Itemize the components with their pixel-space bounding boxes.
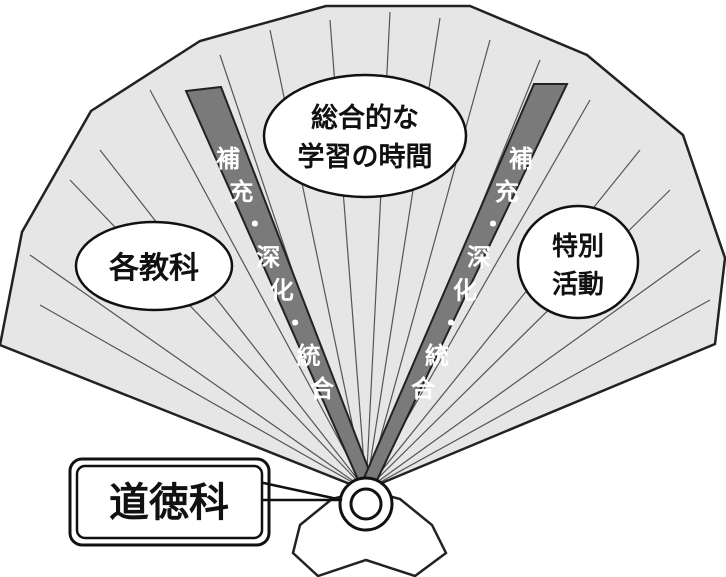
band-character: ・ bbox=[439, 309, 463, 337]
fan-rib bbox=[39, 304, 367, 491]
band-character: 化 bbox=[270, 276, 294, 304]
band-character: ・ bbox=[243, 211, 267, 239]
band-character: 充 bbox=[229, 178, 253, 206]
left-label: 各教科 bbox=[74, 220, 234, 312]
callout-box-shadow bbox=[68, 457, 271, 547]
right-band-text: 補充・深化・統合 bbox=[411, 145, 533, 403]
left-label-text: 各教科 bbox=[108, 251, 199, 286]
center-label-ellipse bbox=[262, 73, 468, 199]
fan-rib bbox=[365, 39, 491, 491]
band-character: 合 bbox=[310, 375, 335, 403]
left-band: 補充・深化・統合 bbox=[184, 85, 374, 486]
fan-rib bbox=[149, 89, 367, 491]
fan-rib bbox=[29, 254, 367, 491]
left-band-text: 補充・深化・統合 bbox=[215, 145, 335, 403]
fan-rib bbox=[365, 149, 641, 491]
center-label-line2: 学習の時間 bbox=[298, 141, 433, 173]
fan-pivot bbox=[338, 476, 394, 532]
callout-pointer bbox=[257, 480, 343, 502]
right-label-line1: 特別 bbox=[552, 231, 604, 262]
fan-rib bbox=[99, 149, 367, 491]
left-label-ellipse bbox=[74, 220, 234, 312]
band-character: 統 bbox=[425, 342, 449, 370]
band-character: 深 bbox=[256, 244, 280, 272]
fan-rib bbox=[365, 249, 701, 491]
callout-text: 道徳科 bbox=[109, 480, 229, 526]
band-character: 補 bbox=[508, 145, 533, 173]
right-label-ellipse bbox=[516, 204, 640, 320]
callout: 道徳科 bbox=[68, 457, 343, 547]
band-character: ・ bbox=[283, 309, 307, 337]
band-character: 補 bbox=[215, 145, 240, 173]
band-character: ・ bbox=[481, 211, 505, 239]
center-label-line1: 総合的な bbox=[311, 102, 419, 134]
right-label: 特別 活動 bbox=[516, 204, 640, 320]
band-character: 合 bbox=[411, 375, 436, 403]
band-character: 充 bbox=[495, 178, 519, 206]
center-label: 総合的な 学習の時間 bbox=[262, 73, 468, 199]
right-band: 補充・深化・統合 bbox=[362, 83, 569, 482]
fan-rib bbox=[365, 299, 711, 491]
right-label-line2: 活動 bbox=[552, 270, 604, 300]
band-character: 深 bbox=[467, 244, 491, 272]
pivot-inner-ring bbox=[349, 487, 383, 521]
callout-box bbox=[75, 464, 264, 540]
band-character: 化 bbox=[453, 276, 477, 304]
band-character: 統 bbox=[297, 342, 321, 370]
